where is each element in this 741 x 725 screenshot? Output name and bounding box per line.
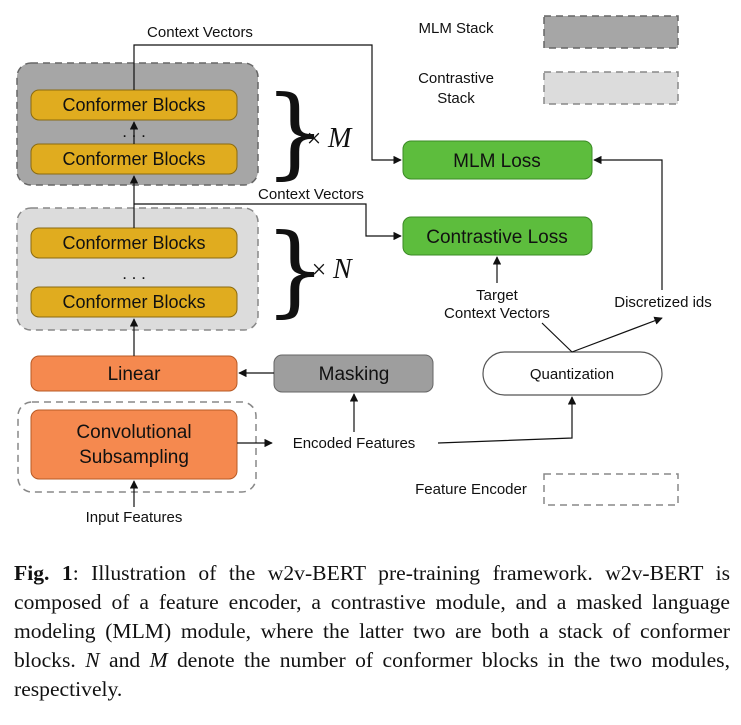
caption-var-m: M (149, 648, 168, 672)
caption-label: Fig. 1 (14, 561, 73, 585)
contrastive-conformer-block-2 (30, 286, 238, 318)
conv-subsampling-label-line2: Subsampling (79, 447, 189, 468)
mlm-count-m: M (327, 123, 353, 154)
contrastive-conformer-block-2-label: Conformer Blocks (62, 292, 205, 312)
arrow-ids-to-mlm-loss (593, 155, 663, 290)
conv-subsampling-label-line1: Convolutional (76, 422, 191, 443)
mlm-conformer-block-1-label: Conformer Blocks (62, 95, 205, 115)
encoded-features-label: Encoded Features (293, 435, 416, 452)
legend-feature-encoder-label: Feature Encoder (415, 481, 527, 498)
quantization-label: Quantization (530, 366, 614, 383)
caption-and: and (99, 648, 150, 672)
arrow-context-to-contrastive-loss (134, 203, 402, 241)
mlm-loss-label: MLM Loss (453, 151, 541, 172)
input-features-label: Input Features (86, 509, 183, 526)
mlm-loss-block (402, 140, 593, 180)
figure-caption: Fig. 1: Illustration of the w2v-BERT pre… (14, 559, 730, 704)
linear-label: Linear (108, 364, 161, 385)
caption-var-n: N (85, 648, 100, 672)
contrastive-count-n: N (332, 254, 353, 285)
contrastive-times-symbol: × (310, 255, 328, 284)
arrow-context-to-mlm-loss (133, 44, 402, 165)
legend-feature-encoder-swatch (543, 473, 679, 506)
mlm-times-symbol: × (305, 124, 323, 153)
caption-text-2: denote the number of conformer blocks in… (14, 648, 730, 701)
legend-contrastive-label-line2: Stack (437, 90, 475, 107)
legend-mlm-stack-swatch (543, 15, 679, 49)
contrastive-loss-label: Contrastive Loss (426, 227, 568, 248)
target-label-line2: Context Vectors (444, 305, 550, 322)
context-vectors-mid-label: Context Vectors (258, 186, 364, 203)
legend-contrastive-label-line1: Contrastive (418, 70, 494, 87)
contrastive-ellipsis: . . . (122, 264, 146, 283)
mlm-brace: } (264, 76, 326, 190)
w2v-bert-diagram: Conformer Blocks . . . Conformer Blocks … (16, 15, 712, 526)
caption-text-1: : Illustration of the w2v-BERT pre-train… (14, 561, 730, 672)
conv-subsampling-block (30, 409, 238, 480)
target-label-line1: Target (476, 287, 519, 304)
arrow-quantization-to-target (541, 322, 573, 353)
mlm-conformer-block-2-label: Conformer Blocks (62, 149, 205, 169)
legend-contrastive-stack-swatch (543, 71, 679, 105)
contrastive-loss-block (402, 216, 593, 256)
contrastive-brace: } (264, 214, 326, 328)
arrow-encoded-to-quantization (437, 396, 577, 444)
arrow-quantization-to-ids (571, 316, 663, 353)
contrastive-conformer-block-1-label: Conformer Blocks (62, 233, 205, 253)
discretized-ids-label: Discretized ids (614, 294, 712, 311)
legend-mlm-stack-label: MLM Stack (418, 20, 494, 37)
context-vectors-top-label: Context Vectors (147, 24, 253, 41)
masking-label: Masking (319, 364, 390, 385)
